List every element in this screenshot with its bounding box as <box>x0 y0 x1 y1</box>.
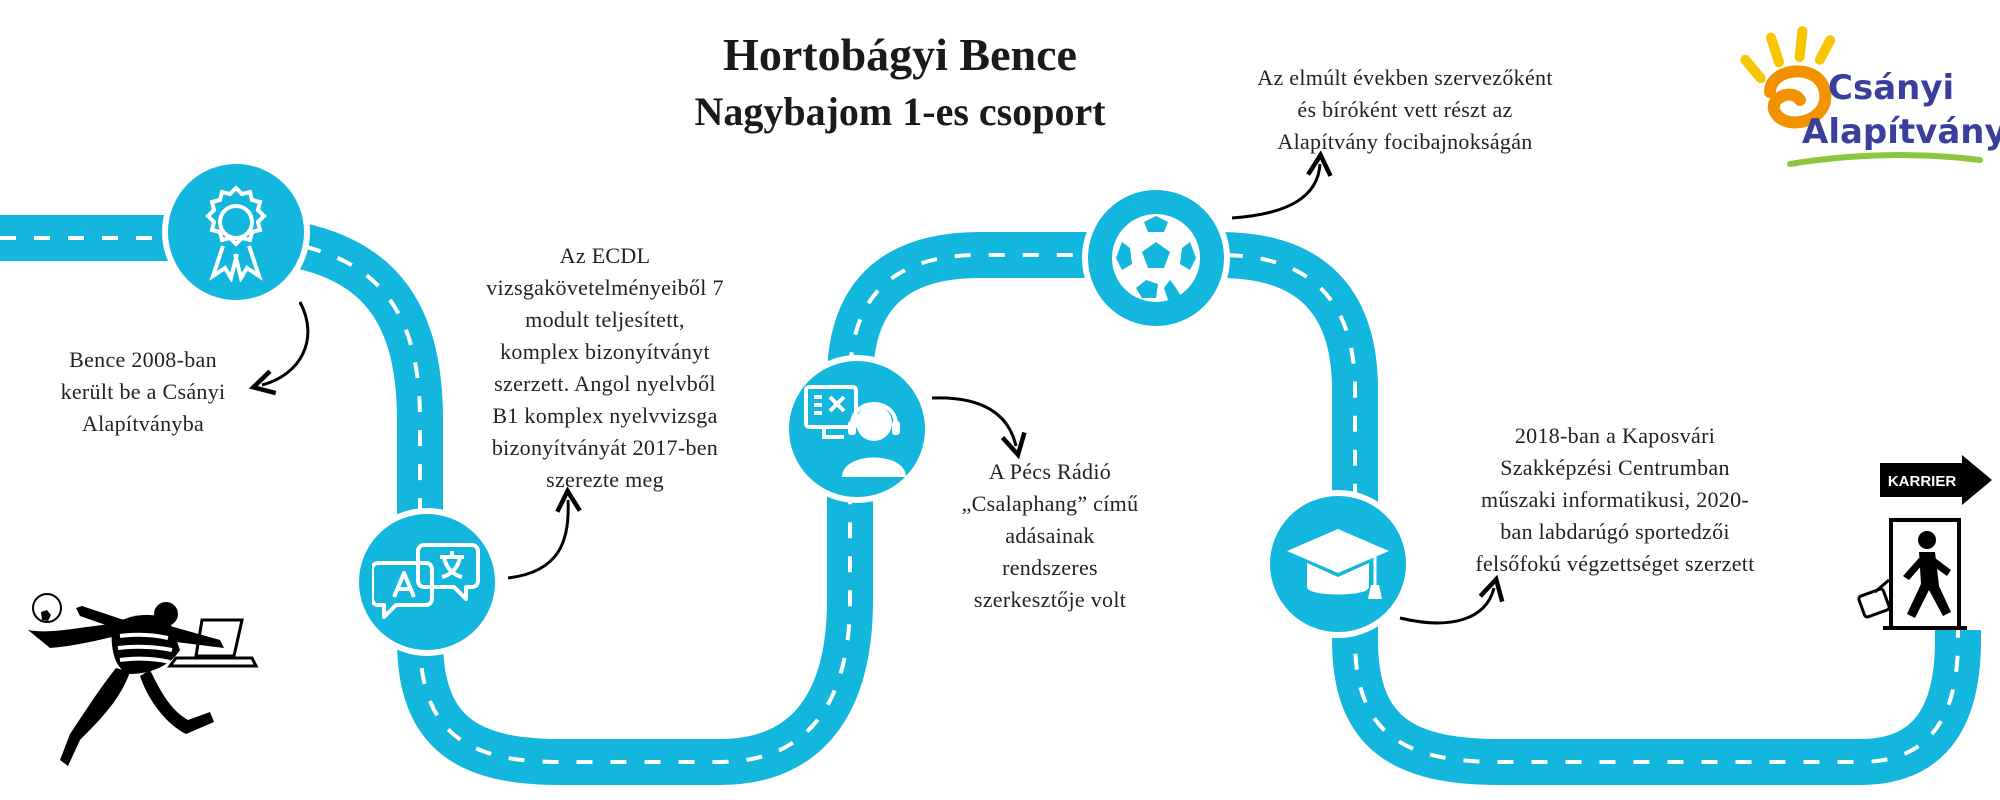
caption-milestone-3: A Pécs Rádió „Csalaphang” című adásainak… <box>930 456 1170 616</box>
caption-line: A Pécs Rádió <box>988 459 1112 484</box>
caption-line: szerzett. Angol nyelvből <box>494 371 716 396</box>
caption-line: B1 komplex nyelvvizsga <box>492 403 718 428</box>
logo-line2: Alapítvány <box>1802 112 2000 152</box>
caption-milestone-5: 2018-ban a Kaposvári Szakképzési Centrum… <box>1430 420 1800 580</box>
karrier-label: KARRIER <box>1888 473 1957 490</box>
soccer-player-illustration <box>28 593 259 766</box>
caption-line: szerkesztője volt <box>973 587 1127 612</box>
caption-line: Az elmúlt években szervezőként <box>1257 65 1553 90</box>
caption-line: komplex bizonyítványt <box>500 339 710 364</box>
caption-line: modult teljesített, <box>525 307 685 332</box>
award-ribbon-icon <box>205 185 267 282</box>
radio-editor-icon <box>804 385 906 477</box>
milestone-node-language <box>353 508 501 656</box>
milestone-node-radio <box>783 355 931 503</box>
caption-milestone-1: Bence 2008-ban került be a Csányi Alapít… <box>28 344 258 440</box>
caption-line: felsőfokú végzettséget szerzett <box>1475 551 1755 576</box>
caption-line: került be a Csányi <box>60 379 226 404</box>
caption-line: vizsgakövetelményeiből 7 <box>486 275 724 300</box>
caption-line: Az ECDL <box>559 243 651 268</box>
caption-line: Bence 2008-ban <box>69 347 217 372</box>
caption-line: ban labdarúgó sportedzői <box>1500 519 1730 544</box>
karrier-sign-arrow: KARRIER <box>1880 455 1992 505</box>
milestone-node-graduation <box>1264 490 1412 638</box>
exit-door-illustration <box>1857 518 1967 630</box>
caption-line: Alapítvány focibajnokságán <box>1277 129 1533 154</box>
milestone-node-football <box>1082 184 1230 332</box>
sun-logo-icon <box>1740 26 1983 167</box>
caption-line: adásainak <box>1005 523 1095 548</box>
translate-speech-icon <box>372 543 480 619</box>
soccer-ball-icon <box>1112 214 1200 302</box>
ball-icon <box>32 593 62 623</box>
logo: Csányi Alapítvány <box>1730 22 2000 182</box>
graduation-cap-icon <box>1287 529 1389 599</box>
milestone-node-award <box>162 158 310 306</box>
caption-line: Alapítványba <box>81 411 205 436</box>
page-subtitle: Nagybajom 1-es csoport <box>694 89 1106 134</box>
caption-line: műszaki informatikusi, 2020- <box>1480 487 1750 512</box>
caption-milestone-4: Az elmúlt években szervezőként és bíróké… <box>1215 62 1595 158</box>
caption-line: bizonyítványát 2017-ben <box>491 435 719 460</box>
caption-line: „Csalaphang” című <box>961 491 1139 516</box>
caption-milestone-2: Az ECDL vizsgakövetelményeiből 7 modult … <box>440 240 770 496</box>
caption-line: Szakképzési Centrumban <box>1500 455 1730 480</box>
caption-line: 2018-ban a Kaposvári <box>1514 423 1716 448</box>
caption-line: és bíróként vett részt az <box>1297 97 1513 122</box>
caption-line: szerezte meg <box>546 467 664 492</box>
page-title: Hortobágyi Bence <box>723 29 1077 80</box>
logo-line1: Csányi <box>1828 68 1955 108</box>
caption-line: rendszeres <box>1002 555 1098 580</box>
